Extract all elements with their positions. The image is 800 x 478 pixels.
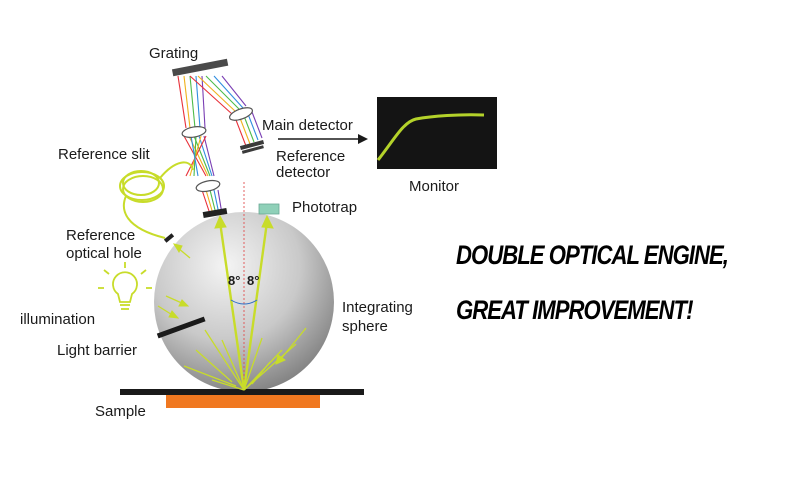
headline-line-2: GREAT IMPROVEMENT! (456, 295, 693, 325)
label-integrating-sphere-2: sphere (342, 318, 388, 335)
phototrap-port (258, 203, 280, 215)
label-reference-detector-1: Reference (276, 148, 345, 165)
label-grating: Grating (149, 45, 198, 62)
label-angle-right: 8° (247, 273, 259, 288)
label-reference-slit: Reference slit (58, 146, 151, 163)
label-main-detector: Main detector (262, 117, 353, 134)
light-barrier (156, 316, 206, 339)
label-monitor: Monitor (409, 178, 459, 195)
lightbulb-icon (98, 262, 152, 310)
reference-hole-port (163, 233, 175, 243)
angle-arc (230, 299, 258, 305)
monitor-curve (376, 113, 485, 161)
label-reference-optical-hole-2: optical hole (66, 245, 142, 262)
label-reference-detector-2: detector (276, 164, 330, 181)
reference-fiber-coil (119, 161, 194, 239)
grating-element (171, 58, 229, 77)
sphere-beams (157, 214, 307, 391)
lens-a (181, 126, 207, 138)
label-integrating-sphere-1: Integrating (342, 299, 413, 316)
label-light-barrier: Light barrier (57, 342, 137, 359)
label-reference-optical-hole-1: Reference (66, 227, 135, 244)
detector-arrow-head (358, 134, 368, 144)
label-sample: Sample (95, 403, 146, 420)
detector-block (239, 139, 265, 154)
label-angle-left: 8° (228, 273, 240, 288)
headline-line-1: DOUBLE OPTICAL ENGINE, (456, 240, 729, 270)
lens-b (228, 107, 254, 121)
measurement-port (202, 207, 228, 219)
label-phototrap: Phototrap (292, 199, 357, 216)
sample-stage (120, 389, 364, 395)
lens-c (195, 179, 221, 193)
label-illumination: illumination (20, 311, 95, 328)
sample-block (166, 395, 320, 408)
monitor-screen (377, 97, 497, 169)
